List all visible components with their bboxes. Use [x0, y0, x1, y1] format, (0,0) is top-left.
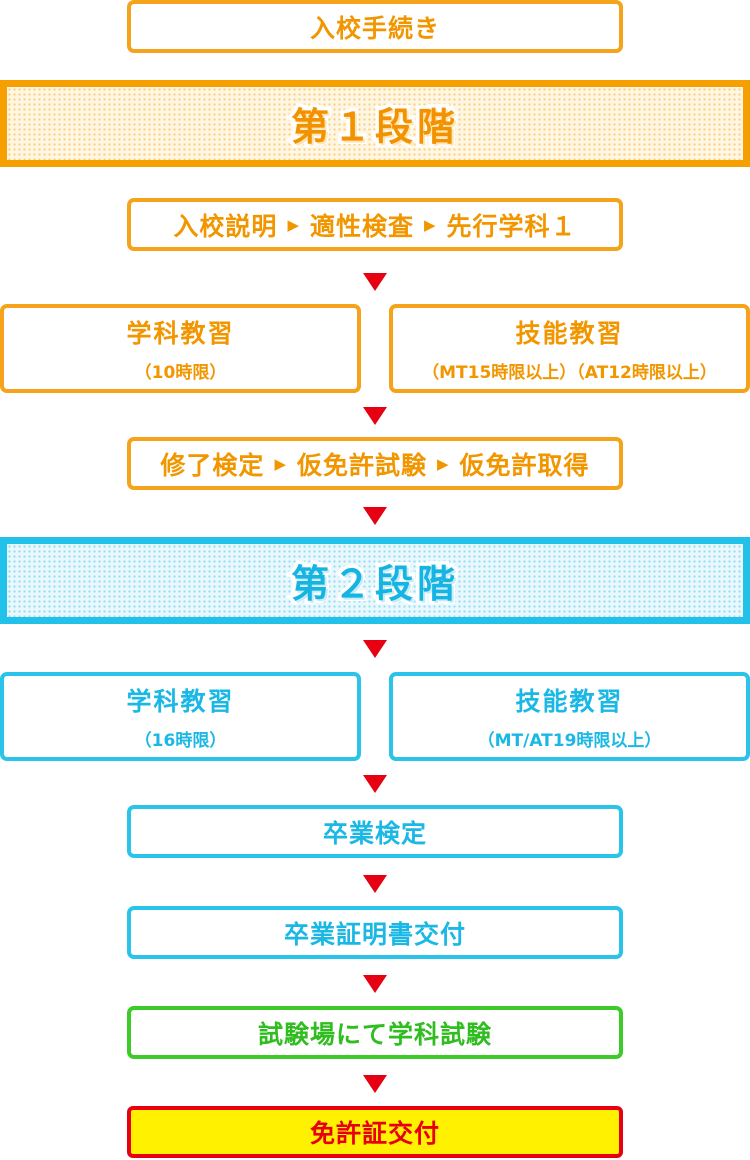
stage2-technical-note: （MT/AT19時限以上）	[477, 731, 662, 751]
enrollment-procedure-label: 入校手続き	[309, 13, 440, 43]
stage1-exam-steps-box: 修了検定 ▶ 仮免許試験 ▶ 仮免許取得	[127, 437, 623, 490]
flow-arrow-down-icon	[363, 507, 387, 525]
flow-arrow-down-icon	[363, 640, 387, 658]
stage2-banner: 第２段階	[0, 537, 750, 624]
license-issue-box: 免許証交付	[127, 1106, 623, 1158]
flow-arrow-down-icon	[363, 975, 387, 993]
stage1-academic-lessons-box: 学科教習 （10時限）	[0, 304, 361, 393]
graduation-certificate-label: 卒業証明書交付	[283, 919, 466, 949]
stage1-intro-steps-box: 入校説明 ▶ 適性検査 ▶ 先行学科１	[127, 198, 623, 251]
graduation-exam-label: 卒業検定	[322, 818, 427, 848]
stage2-academic-note: （16時限）	[134, 731, 227, 751]
stage1-technical-title: 技能教習	[515, 319, 624, 348]
enrollment-procedure-box: 入校手続き	[127, 0, 623, 53]
stage1-academic-note: （10時限）	[134, 363, 227, 383]
stage2-academic-lessons-box: 学科教習 （16時限）	[0, 672, 361, 761]
step-separator-icon: ▶	[274, 454, 287, 473]
stage2-academic-title: 学科教習	[126, 687, 235, 716]
step-preliminary-academic: 先行学科１	[446, 211, 577, 241]
stage1-academic-title: 学科教習	[126, 319, 235, 348]
step-completion-exam: 修了検定	[160, 450, 265, 480]
written-exam-box: 試験場にて学科試験	[127, 1006, 623, 1059]
step-separator-icon: ▶	[287, 215, 300, 234]
graduation-certificate-box: 卒業証明書交付	[127, 906, 623, 959]
stage1-title: 第１段階	[287, 102, 459, 153]
stage1-banner: 第１段階	[0, 80, 750, 167]
graduation-exam-box: 卒業検定	[127, 805, 623, 858]
written-exam-label: 試験場にて学科試験	[257, 1019, 492, 1049]
step-provisional-license-acquired: 仮免許取得	[459, 450, 590, 480]
flow-arrow-down-icon	[363, 775, 387, 793]
stage1-technical-lessons-box: 技能教習 （MT15時限以上）（AT12時限以上）	[389, 304, 750, 393]
flow-arrow-down-icon	[363, 875, 387, 893]
step-separator-icon: ▶	[424, 215, 437, 234]
step-provisional-license-exam: 仮免許試験	[296, 450, 427, 480]
step-orientation: 入校説明	[173, 211, 278, 241]
stage1-technical-note: （MT15時限以上）（AT12時限以上）	[422, 363, 717, 383]
stage2-title: 第２段階	[287, 559, 459, 610]
flow-arrow-down-icon	[363, 1075, 387, 1093]
flow-arrow-down-icon	[363, 273, 387, 291]
step-separator-icon: ▶	[437, 454, 450, 473]
flow-arrow-down-icon	[363, 407, 387, 425]
stage2-technical-title: 技能教習	[515, 687, 624, 716]
stage2-technical-lessons-box: 技能教習 （MT/AT19時限以上）	[389, 672, 750, 761]
step-aptitude-test: 適性検査	[309, 211, 414, 241]
license-issue-label: 免許証交付	[309, 1119, 440, 1148]
